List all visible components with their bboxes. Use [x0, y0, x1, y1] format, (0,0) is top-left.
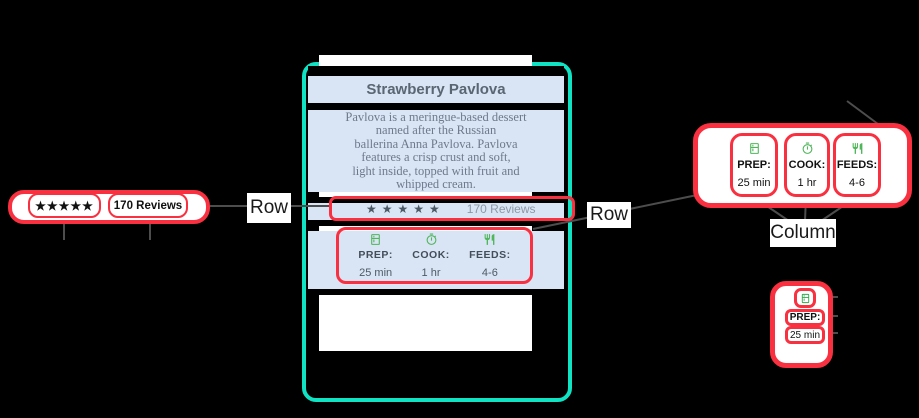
- section-divider-bar: [308, 66, 564, 76]
- restaurant-icon: [485, 233, 495, 245]
- ratings-strip: [308, 203, 564, 220]
- row-label-right: Row: [587, 202, 631, 228]
- star-rating-icons: ★★★★★: [35, 198, 94, 213]
- detail-label: COOK:: [788, 158, 826, 171]
- kitchen-icon: [801, 293, 809, 303]
- recipe-description: Pavlova is a meringue-based dessert name…: [308, 110, 564, 192]
- timer-icon: [802, 142, 812, 154]
- timer-icon: [426, 233, 436, 245]
- icon-box: [794, 288, 816, 308]
- section-divider-bar: [308, 197, 564, 203]
- reviews-count: 170 Reviews: [466, 201, 536, 216]
- restaurant-icon: [852, 142, 862, 154]
- section-divider-bar: [308, 103, 564, 110]
- detail-value: 1 hr: [421, 266, 441, 279]
- label-box: PREP:: [785, 309, 825, 326]
- detail-value: 4-6: [849, 176, 865, 189]
- row-label-left: Row: [247, 193, 291, 223]
- detail-value: 1 hr: [797, 176, 817, 189]
- detail-value: 4-6: [481, 266, 498, 279]
- detail-value: 25 min: [737, 176, 771, 189]
- detail-label: PREP:: [737, 158, 771, 171]
- stars-box: ★★★★★: [28, 193, 101, 218]
- ratings-row-highlight: ★★★★★ 170 Reviews: [329, 196, 575, 221]
- details-row-highlight: PREP: 25 min COOK: 1 hr FEEDS: 4-6: [336, 227, 533, 284]
- detail-column-cook: COOK: 1 hr: [412, 233, 450, 279]
- value-box: 25 min: [785, 326, 825, 344]
- callout-column-feeds: FEEDS: 4-6: [833, 133, 881, 197]
- kitchen-icon: [749, 142, 759, 154]
- callout-column-prep: PREP: 25 min: [730, 133, 778, 197]
- kitchen-icon: [371, 233, 380, 245]
- section-divider-bar: [308, 220, 564, 226]
- details-strip: [308, 231, 564, 289]
- callout-column-cook: COOK: 1 hr: [784, 133, 830, 197]
- reviews-box: 170 Reviews: [108, 193, 188, 218]
- detail-label: FEEDS:: [836, 158, 878, 171]
- detail-label: PREP:: [358, 248, 393, 261]
- column-label: Column: [770, 219, 836, 247]
- section-divider-bar: [308, 289, 564, 295]
- detail-column-feeds: FEEDS: 4-6: [469, 233, 511, 279]
- reviews-count: 170 Reviews: [113, 199, 183, 212]
- detail-column-prep: PREP: 25 min: [358, 233, 393, 279]
- star-rating-icons: ★★★★★: [366, 201, 445, 216]
- detail-value: 25 min: [359, 266, 393, 279]
- detail-label: COOK:: [412, 248, 450, 261]
- recipe-title: Strawberry Pavlova: [308, 76, 564, 103]
- detail-label: FEEDS:: [469, 248, 511, 261]
